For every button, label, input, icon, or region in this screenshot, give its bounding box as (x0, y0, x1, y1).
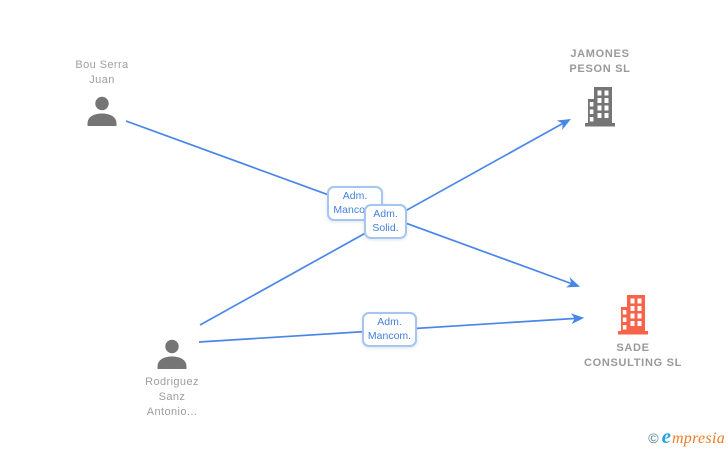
node-rodriguez-sanz-antonio-person-icon[interactable] (155, 339, 189, 369)
edge-label-line: Solid. (372, 222, 399, 234)
edge-label-line: Adm. (373, 208, 398, 220)
node-sade-consulting-sl-company-icon[interactable] (617, 293, 649, 335)
node-label-line: CONSULTING SL (583, 357, 683, 369)
node-label-line: SADE (616, 342, 650, 354)
empresia-logo-letter: e (661, 424, 671, 448)
node-jamones-peson-sl-label: JAMONES PESON SL (569, 47, 630, 77)
node-jamones-peson-sl-company-icon[interactable] (584, 85, 616, 127)
empresia-watermark: © e mpresia (648, 426, 725, 448)
edge-label-line: Adm. (377, 316, 402, 328)
node-bou-serra-juan-person-icon[interactable] (85, 96, 119, 126)
node-sade-consulting-sl-label: SADE CONSULTING SL (584, 341, 682, 371)
node-label-line: Rodriguez (145, 376, 199, 388)
node-label-line: JAMONES (570, 48, 630, 60)
edge-label-line: Mancom. (367, 330, 412, 342)
copyright-icon: © (648, 430, 659, 446)
edge-label-adm-mancom: Adm. Mancom. (362, 312, 417, 347)
edge-label-adm-solid: Adm. Solid. (364, 204, 407, 239)
empresia-logo-text: mpresia (671, 430, 725, 447)
node-label-line: Juan (89, 74, 115, 86)
node-label-line: Sanz (158, 391, 186, 403)
edge-label-line: Adm. (342, 190, 368, 202)
node-label-line: PESON SL (569, 63, 631, 75)
node-label-line: Antonio... (146, 406, 198, 418)
node-label-line: Bou Serra (75, 59, 129, 71)
